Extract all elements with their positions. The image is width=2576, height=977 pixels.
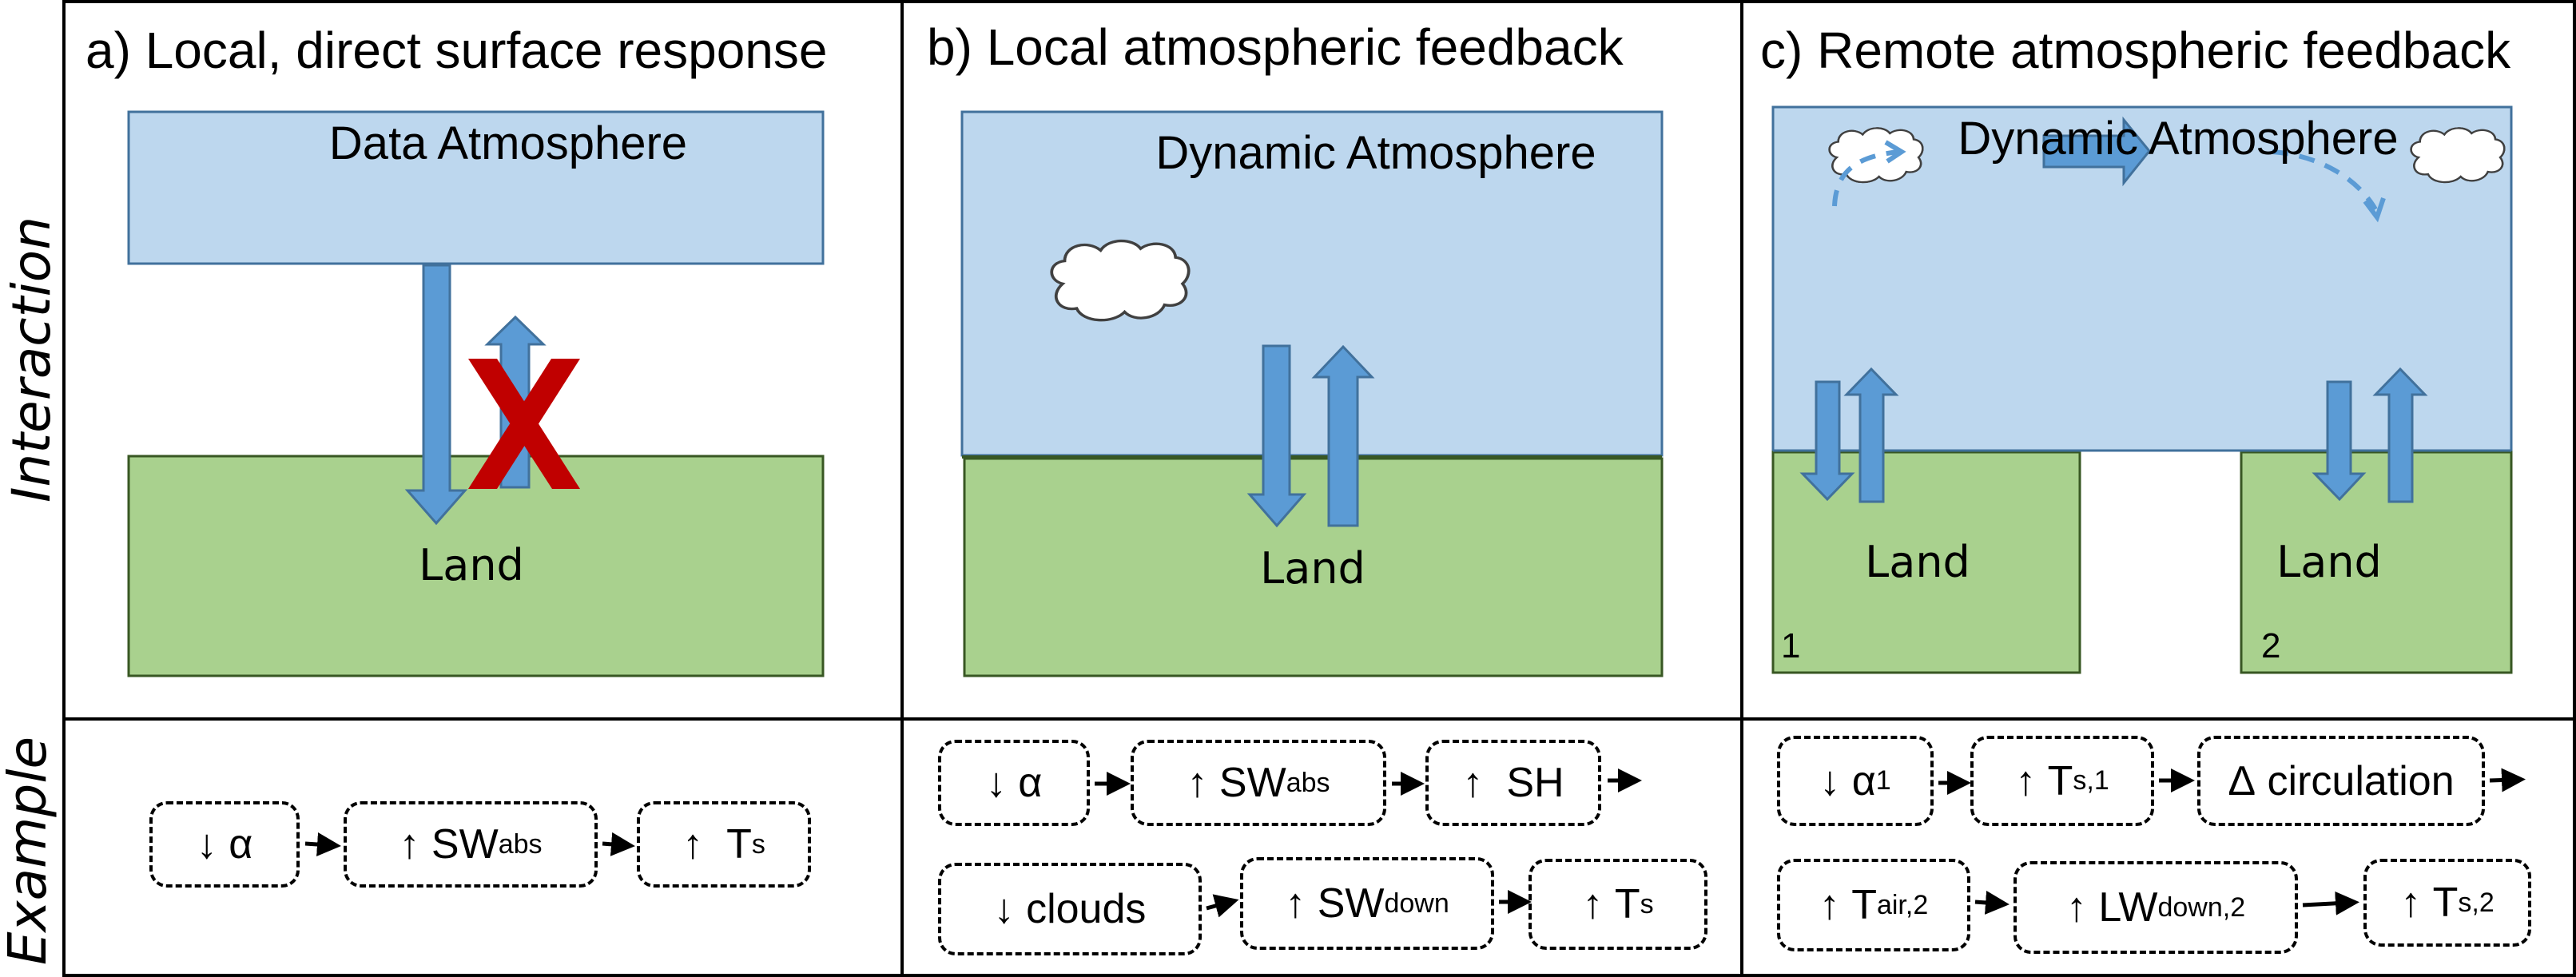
land-label-1: Land — [1865, 537, 1970, 587]
delta-icon: Δ — [2228, 757, 2256, 804]
panel-b-title: b) Local atmospheric feedback — [927, 18, 1624, 76]
example-term: T — [2432, 880, 2459, 926]
up-arrow-icon: ↑ — [399, 821, 420, 868]
rising-arrowhead-icon — [1884, 140, 1906, 164]
descending-arrowhead-icon — [2363, 197, 2386, 223]
down-arrow-icon-1 — [1799, 380, 1855, 502]
up-arrow-icon: ↑ — [2015, 757, 2037, 804]
cloud-icon — [1050, 239, 1191, 322]
example-term: T — [2047, 757, 2073, 804]
example-term: SW — [431, 821, 499, 868]
outer-frame — [62, 0, 2576, 977]
example-term: T — [1614, 881, 1640, 927]
up-arrow-icon — [1311, 344, 1375, 527]
example-subscript: down — [1384, 888, 1449, 919]
example-term: T — [726, 821, 752, 868]
example-term: clouds — [1026, 886, 1147, 932]
example-subscript: s — [1640, 888, 1654, 919]
land-number-1: 1 — [1781, 626, 1801, 665]
example-term: T — [1851, 882, 1877, 928]
example-term: SH — [1506, 760, 1564, 806]
blocked-cross-icon — [468, 359, 580, 489]
down-arrow-icon: ↓ — [1819, 757, 1841, 804]
up-arrow-icon: ↑ — [1582, 881, 1604, 927]
example-box: ↓ α — [938, 740, 1090, 826]
panel-b-diagram — [960, 110, 1664, 677]
up-arrow-icon: ↑ — [2065, 884, 2087, 931]
example-subscript: 1 — [1875, 765, 1891, 796]
example-term: α — [1018, 760, 1043, 806]
up-arrow-icon: ↑ — [1462, 760, 1484, 806]
land-label-a: Land — [419, 540, 524, 590]
cloud-icon — [2410, 127, 2506, 184]
up-arrow-icon: ↑ — [1285, 880, 1306, 927]
example-subscript: down,2 — [2157, 892, 2246, 923]
up-arrow-icon: ↑ — [1819, 882, 1840, 928]
panel-a-diagram — [127, 110, 825, 677]
land-number-2: 2 — [2261, 626, 2281, 665]
example-subscript: air,2 — [1876, 889, 1929, 920]
panel-a-title: a) Local, direct surface response — [85, 22, 828, 79]
example-term: α — [1851, 757, 1876, 804]
down-arrow-icon: ↓ — [985, 760, 1007, 806]
example-term: SW — [1317, 880, 1385, 927]
up-arrow-icon-right-land — [2372, 367, 2428, 503]
example-subscript: abs — [1286, 767, 1330, 798]
down-arrow-icon — [1246, 344, 1307, 528]
circulation-arrow-icon — [2042, 116, 2151, 187]
up-arrow-icon-left-land — [1843, 367, 1899, 503]
down-arrow-icon — [404, 264, 468, 526]
example-subscript: s — [751, 828, 765, 860]
row-label-example: Example — [0, 736, 58, 966]
dynamic-atmosphere-label-b: Dynamic Atmosphere — [1155, 127, 1596, 179]
land-box-a — [127, 455, 825, 677]
example-term: α — [229, 821, 253, 868]
land-label-2: Land — [2276, 537, 2382, 587]
land-box-2 — [2240, 451, 2513, 674]
example-term: LW — [2098, 884, 2158, 931]
panel-c-title: c) Remote atmospheric feedback — [1760, 22, 2511, 79]
row-label-interaction: Interaction — [1, 216, 62, 503]
example-subscript: abs — [498, 828, 543, 860]
dashed-descending-arrow-icon — [2272, 149, 2378, 211]
land-box-b — [963, 457, 1664, 677]
example-term: circulation — [2267, 757, 2455, 804]
example-box: ↑ SH — [1425, 740, 1601, 826]
grid-lines — [62, 0, 2576, 977]
down-arrow-icon: ↓ — [196, 821, 217, 868]
example-box: ↓ α — [149, 801, 300, 888]
dashed-rising-arrow-icon — [1832, 149, 1899, 207]
down-arrow-icon: ↓ — [993, 886, 1015, 932]
data-atmosphere-label: Data Atmosphere — [328, 117, 688, 169]
cloud-icon — [1828, 127, 1924, 184]
up-arrow-icon: ↑ — [1187, 760, 1208, 806]
example-box: Δ circulation — [2197, 736, 2485, 826]
example-term: SW — [1218, 760, 1286, 806]
land-label-b: Land — [1260, 543, 1366, 594]
up-arrow-icon: ↑ — [2400, 880, 2422, 926]
example-subscript: s,2 — [2458, 887, 2495, 918]
example-subscript: s,1 — [2073, 765, 2109, 796]
down-arrow-icon-2 — [2312, 380, 2367, 502]
data-atmosphere-box — [127, 110, 825, 265]
up-arrow-icon: ↑ — [682, 821, 704, 868]
dynamic-atmosphere-label-c: Dynamic Atmosphere — [1958, 113, 2399, 165]
example-box: ↓ clouds — [938, 863, 1202, 955]
